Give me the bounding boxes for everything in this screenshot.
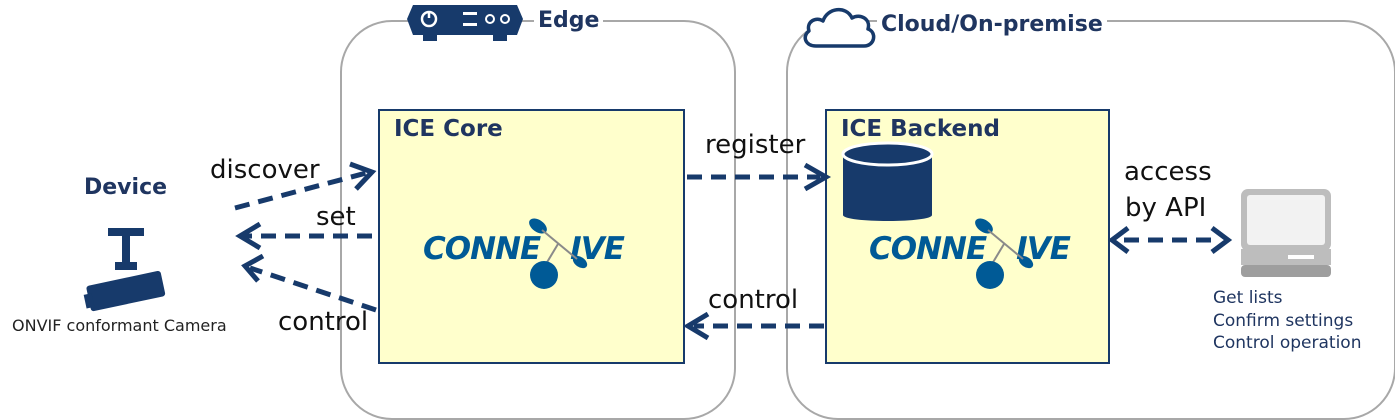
edge-label: Edge (534, 8, 604, 33)
edge-server-icon (407, 5, 523, 41)
cloud-icon (803, 8, 876, 48)
ice-core-title: ICE Core (394, 116, 503, 142)
ice-backend-title: ICE Backend (841, 116, 1000, 142)
computer-terminal-icon (1241, 189, 1331, 277)
device-caption: ONVIF conformant Camera (12, 316, 227, 335)
control-device-label: control (278, 307, 369, 337)
connexive-logo-core: CONNE IVE (423, 218, 626, 289)
control-core-label: control (708, 285, 799, 315)
operation-control-operation: Control operation (1213, 333, 1362, 353)
operation-confirm-settings: Confirm settings (1213, 310, 1354, 331)
database-icon (841, 141, 934, 221)
terminal-operations: Get lists Confirm settings Control opera… (1213, 287, 1361, 355)
access-label-line1: access (1124, 157, 1212, 187)
connexive-logo-backend: CONNE IVE (869, 218, 1072, 289)
set-label: set (316, 202, 356, 232)
access-label-line2: by API (1125, 193, 1207, 223)
discover-label: discover (210, 155, 320, 185)
operation-get-lists: Get lists (1213, 288, 1283, 308)
control-device-arrow (249, 265, 377, 313)
cloud-label: Cloud/On-premise (877, 12, 1107, 37)
ice-core-box: ICE Core (378, 109, 685, 364)
device-title: Device (84, 175, 168, 200)
camera-icon (83, 228, 166, 312)
register-label: register (705, 130, 806, 160)
svg-text:CONNE IVE: CONNE IVE (869, 231, 1071, 267)
svg-text:CONNE IVE: CONNE IVE (423, 231, 625, 267)
